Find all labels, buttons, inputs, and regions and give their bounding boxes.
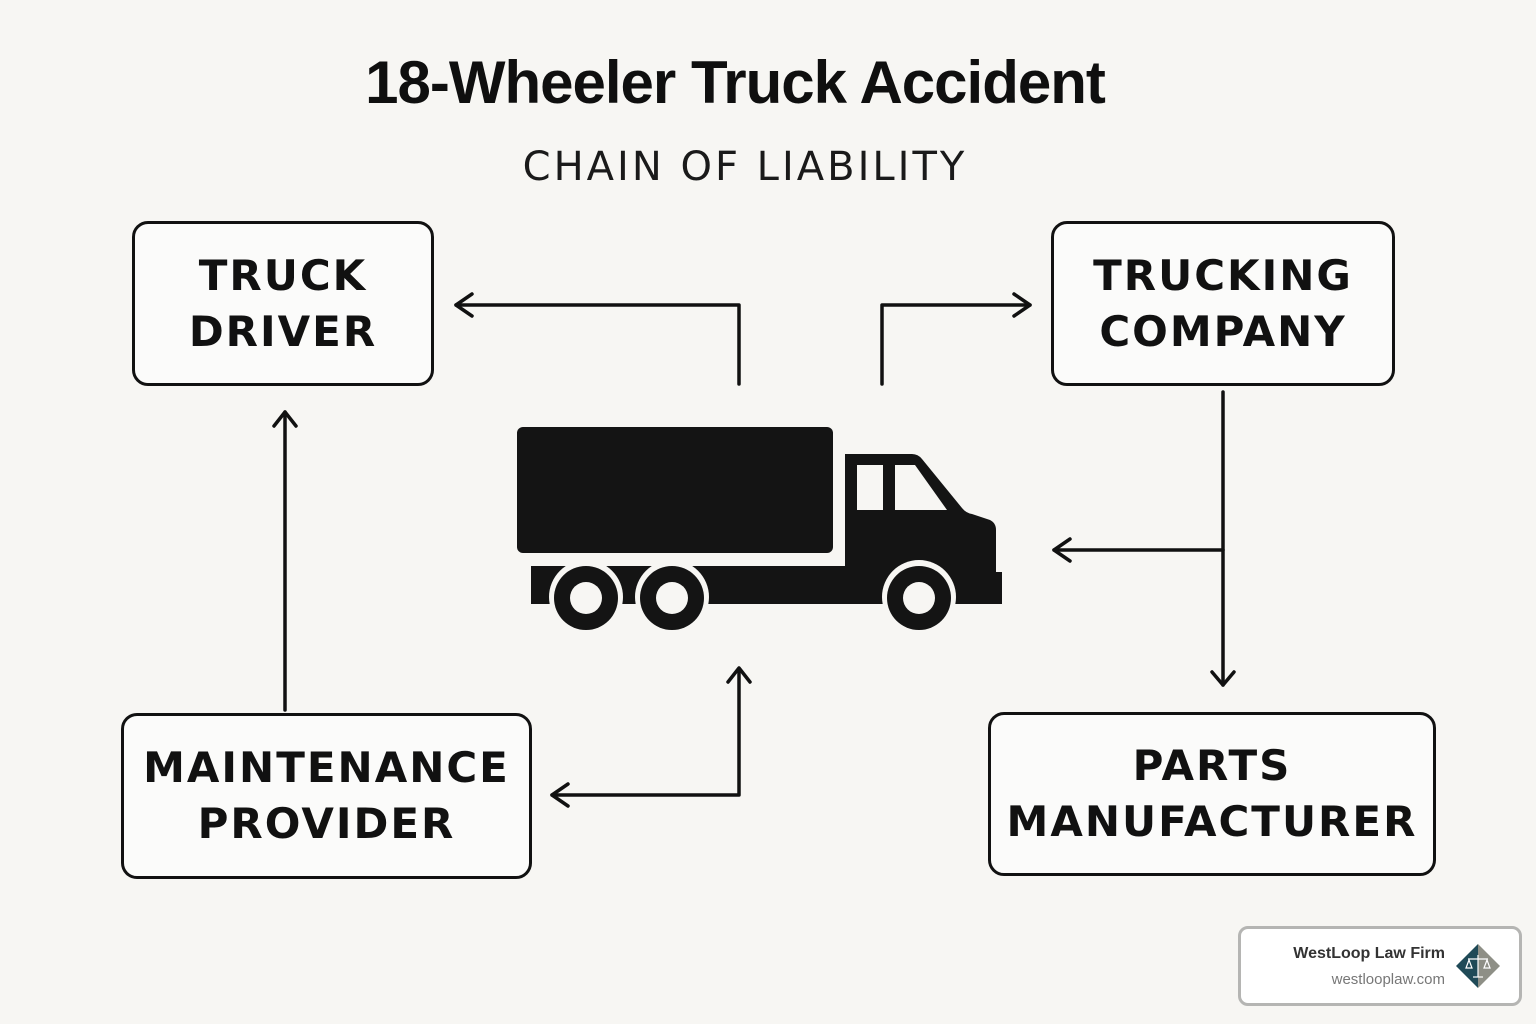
- arrowhead-up-icon: [726, 666, 752, 684]
- node-label-line2: COMPANY: [1099, 306, 1347, 356]
- node-parts-manufacturer: PARTS MANUFACTURER: [988, 712, 1436, 876]
- diagram-subtitle: CHAIN OF LIABILITY: [522, 144, 968, 190]
- arrow-truck-maintenance: [550, 668, 741, 797]
- arrowhead-left-icon: [550, 782, 570, 808]
- arrowhead-down-icon: [1210, 670, 1236, 687]
- node-label-line1: TRUCK: [198, 250, 368, 300]
- arrow-truck-to-company: [880, 303, 1032, 386]
- arrowhead-up-icon: [272, 410, 298, 428]
- truck-icon: [517, 427, 1002, 634]
- arrow-truck-to-driver: [454, 303, 741, 386]
- node-maintenance-provider: MAINTENANCE PROVIDER: [121, 713, 532, 879]
- brand-url[interactable]: westlooplaw.com: [1331, 971, 1445, 988]
- diagram-title: 18-Wheeler Truck Accident: [365, 49, 1106, 116]
- arrowhead-left-icon: [1052, 537, 1072, 563]
- node-label-line2: PROVIDER: [197, 799, 456, 848]
- node-label-line1: TRUCKING: [1093, 250, 1353, 300]
- brand-name: WestLoop Law Firm: [1293, 945, 1445, 962]
- scales-of-justice-icon: [1456, 944, 1500, 988]
- arrowhead-left-icon: [454, 292, 474, 318]
- node-label-line2: MANUFACTURER: [1006, 797, 1418, 846]
- node-label-line2: DRIVER: [188, 306, 378, 356]
- node-label-line1: PARTS: [1132, 741, 1292, 790]
- node-label-line1: MAINTENANCE: [143, 743, 510, 792]
- node-trucking-company: TRUCKING COMPANY: [1051, 221, 1395, 386]
- node-truck-driver: TRUCK DRIVER: [132, 221, 434, 386]
- arrowhead-right-icon: [1012, 292, 1032, 318]
- branding-badge[interactable]: WestLoop Law Firm westlooplaw.com: [1238, 926, 1522, 1006]
